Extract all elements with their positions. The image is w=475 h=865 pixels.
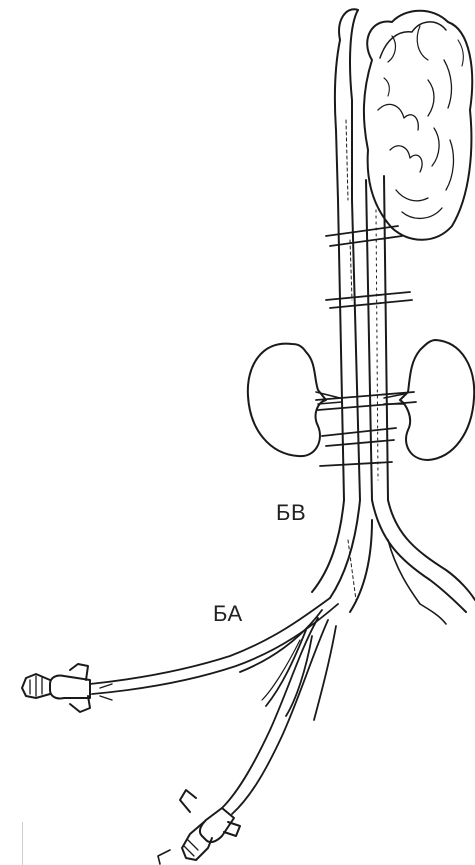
vena-cava-icon — [366, 176, 388, 500]
branch-vessels — [316, 226, 416, 466]
aorta-icon — [335, 9, 360, 500]
corner-divider — [22, 822, 23, 865]
cannula-icon — [22, 664, 112, 712]
label-ba: БА — [213, 603, 243, 625]
right-kidney-icon — [384, 340, 474, 460]
label-bv: БВ — [276, 502, 306, 524]
femoral-catheter-icon — [90, 598, 338, 814]
heart-icon — [364, 11, 472, 240]
